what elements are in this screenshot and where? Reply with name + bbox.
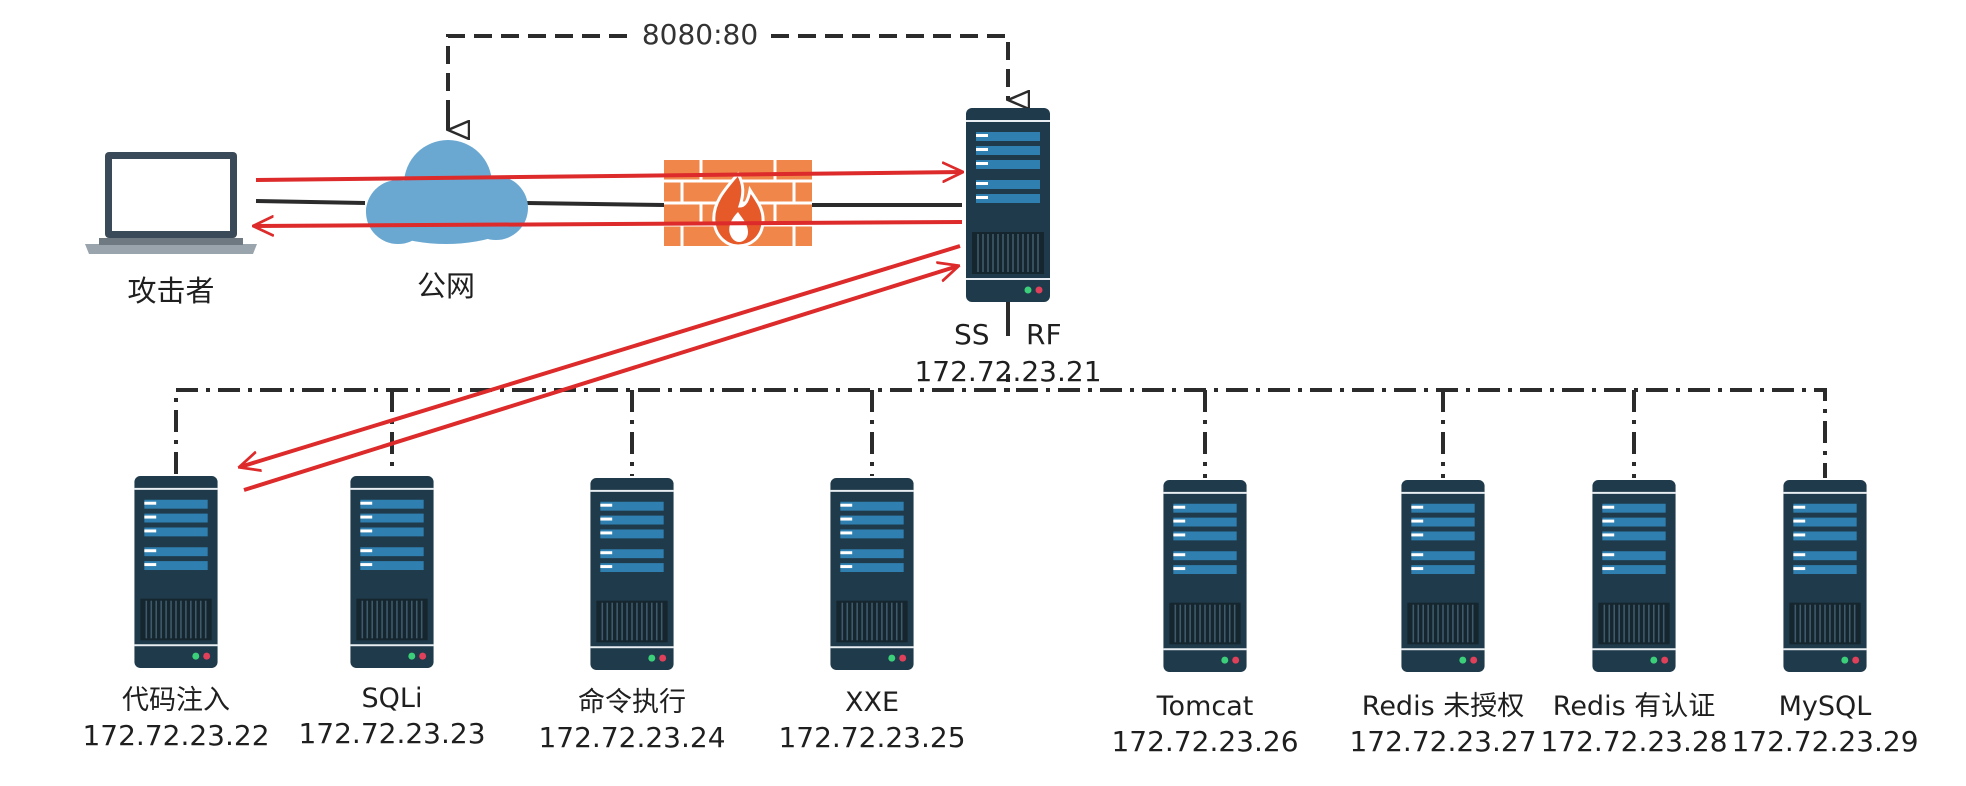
target-name: Redis 未授权 <box>1361 691 1525 722</box>
target-name: Redis 有认证 <box>1552 691 1716 722</box>
target-ip: 172.72.23.22 <box>82 719 270 752</box>
server-icon-mysql <box>1783 480 1867 672</box>
target-name: 代码注入 <box>122 685 230 716</box>
port-mapping-label: 8080:80 <box>635 16 765 54</box>
server-icon-command-exec <box>590 478 674 670</box>
server-icon-redis-auth <box>1592 480 1676 672</box>
internal-network-bus <box>174 388 1827 478</box>
target-ip: 172.72.23.25 <box>778 721 966 754</box>
server-icon-xxe <box>830 478 914 670</box>
proxy-label-right: RF <box>1026 318 1062 351</box>
target-label: SQLi 172.72.23.23 <box>298 682 485 752</box>
target-label: Redis 有认证 172.72.23.28 <box>1540 690 1727 760</box>
server-icon-redis-noauth <box>1401 480 1485 672</box>
target-label: 命令执行 172.72.23.24 <box>538 686 725 756</box>
attack-paths <box>240 172 962 492</box>
server-icon-code-injection <box>134 476 218 668</box>
server-icon-tomcat <box>1163 480 1247 672</box>
target-label: 代码注入 172.72.23.22 <box>82 684 269 754</box>
target-name: MySQL <box>1778 691 1872 722</box>
target-name: 命令执行 <box>578 687 686 718</box>
server-icon-sqli <box>350 476 434 668</box>
target-ip: 172.72.23.27 <box>1349 725 1537 758</box>
target-ip: 172.72.23.29 <box>1731 725 1919 758</box>
internet-label: 公网 <box>416 269 476 303</box>
proxy-label-left: SS <box>954 318 990 351</box>
target-label: Tomcat 172.72.23.26 <box>1111 690 1298 760</box>
target-name: Tomcat <box>1156 691 1254 722</box>
target-ip: 172.72.23.26 <box>1111 725 1299 758</box>
target-label: XXE 172.72.23.25 <box>778 686 965 756</box>
target-ip: 172.72.23.23 <box>298 717 486 750</box>
target-name: XXE <box>844 687 900 718</box>
network-cable <box>255 199 962 207</box>
proxy-ip-label: 172.72.23.21 <box>914 354 1101 390</box>
attacker-label: 攻击者 <box>127 274 215 308</box>
proxy-ip: 172.72.23.21 <box>914 355 1102 388</box>
target-label: MySQL 172.72.23.29 <box>1731 690 1918 760</box>
target-ip: 172.72.23.28 <box>1540 725 1728 758</box>
target-name: SQLi <box>361 683 423 714</box>
target-label: Redis 未授权 172.72.23.27 <box>1349 690 1536 760</box>
proxy-server-icon <box>966 108 1050 302</box>
laptop-icon <box>85 152 257 254</box>
cloud-icon <box>366 140 528 244</box>
target-ip: 172.72.23.24 <box>538 721 726 754</box>
